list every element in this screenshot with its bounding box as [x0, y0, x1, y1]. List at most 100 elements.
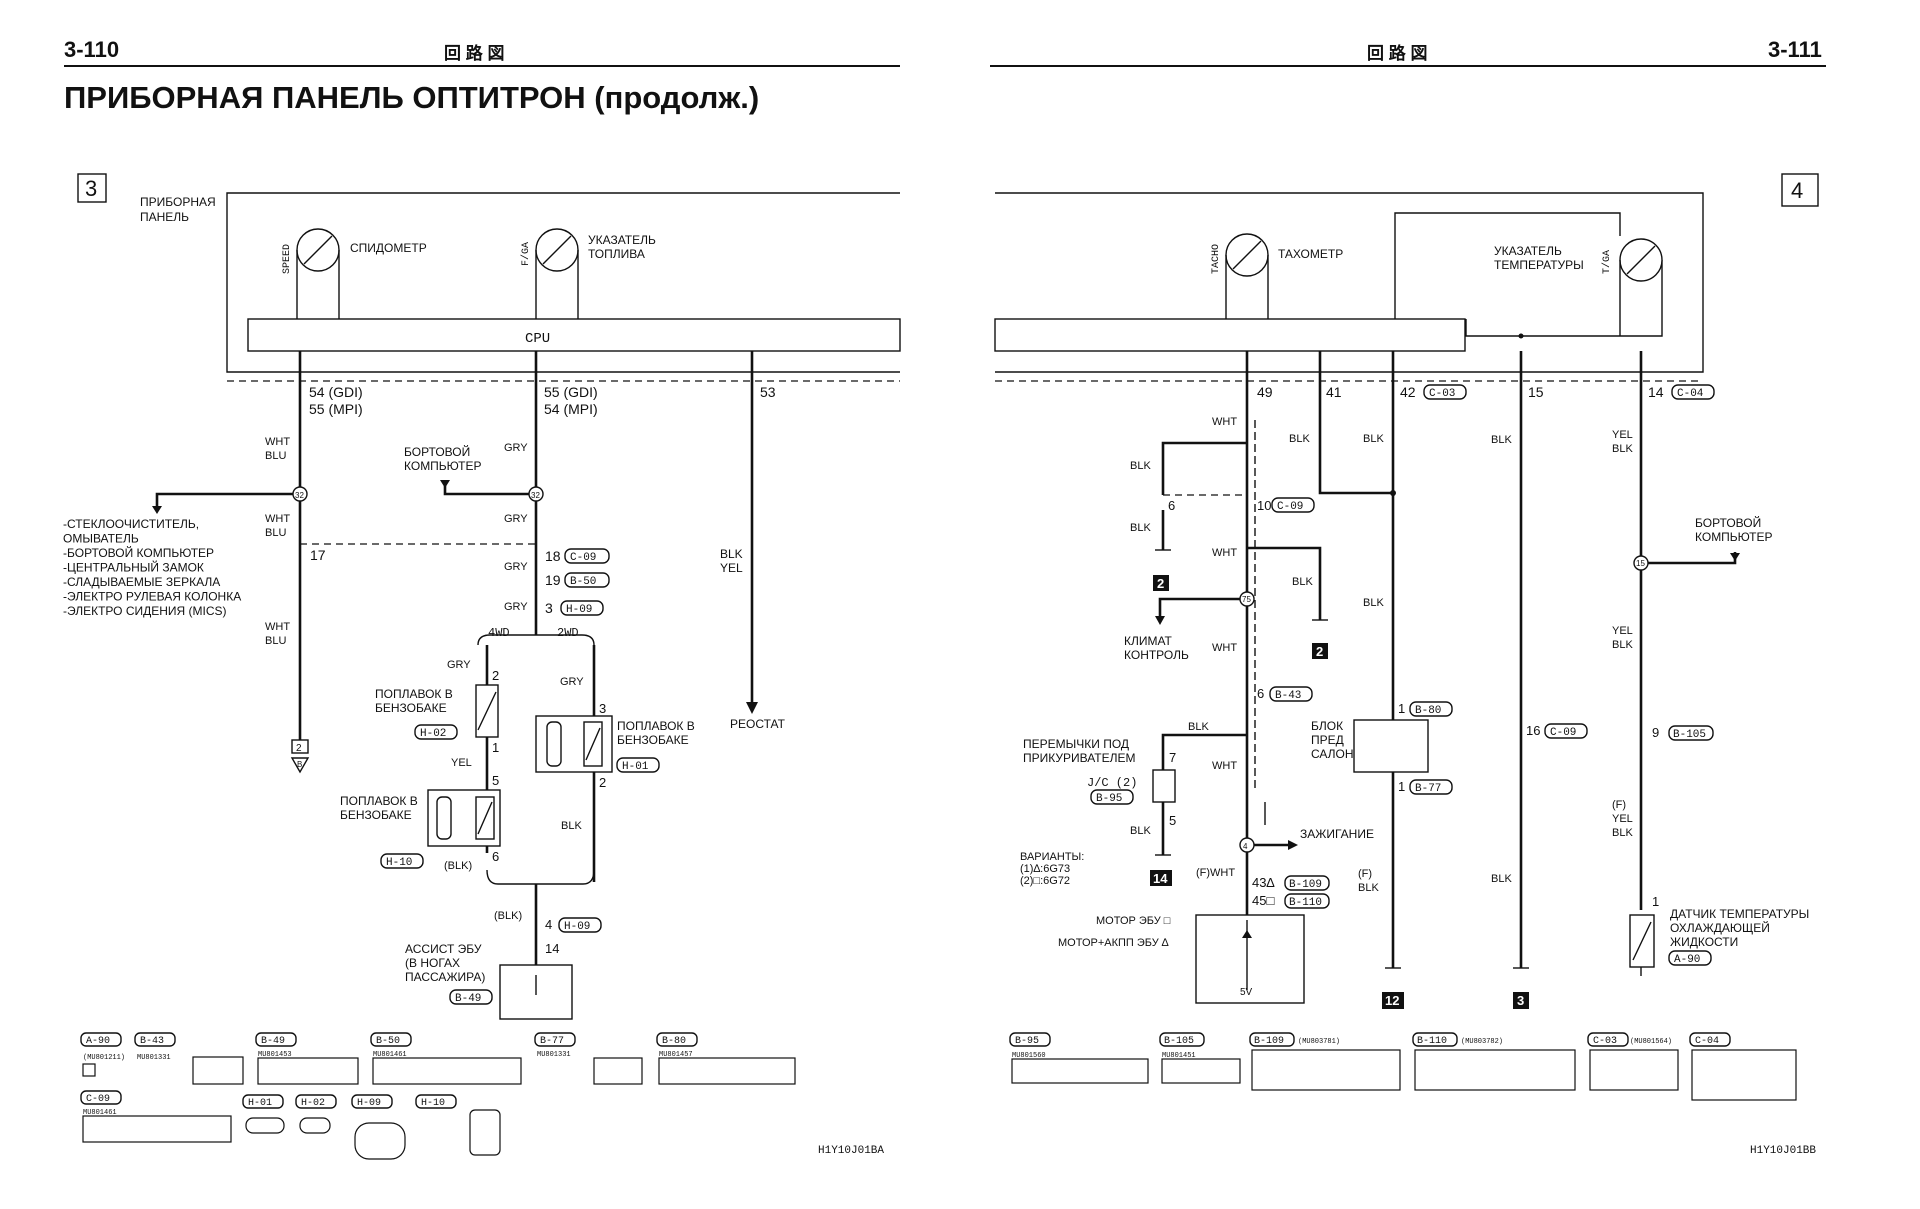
float-h02-wiper [477, 691, 497, 731]
legend-a90-note: (MU801211) [83, 1054, 125, 1062]
ignition-label: ЗАЖИГАНИЕ [1300, 827, 1374, 841]
junction-41-42 [1390, 490, 1396, 496]
legend-a90-label: A-90 [86, 1036, 110, 1047]
conn-h01-tag [616, 757, 660, 773]
legend-b109-shape [1251, 1049, 1401, 1091]
tachometer-label: ТАХОМЕТР [1278, 247, 1343, 261]
legend-b105-shape [1161, 1058, 1241, 1084]
legend-h09-label: H-09 [357, 1098, 381, 1109]
jc2-label: J/C (2) [1087, 776, 1137, 790]
conn-b43-right [1269, 686, 1313, 702]
ground-2b-arrow [290, 757, 310, 774]
ground-2a-box [1153, 575, 1169, 591]
connector-legend-left: A-90 (MU801211) B-43 MU801331 B-49 MU801… [80, 1032, 796, 1160]
conn-b49-label: B-49 [455, 993, 481, 1005]
conn-c09-right-2-label: C-09 [1550, 727, 1576, 739]
motor-ecu-label: МОТОР ЭБУ □ [1096, 915, 1171, 927]
wire-color-blk-r5: BLK [1130, 825, 1151, 837]
conn-b109-right [1284, 875, 1330, 891]
wire-color-gry-1: GRY [504, 442, 528, 454]
legend-c09 [80, 1090, 122, 1105]
variants-label: ВАРИАНТЫ:(1)∆:6G73(2)□:6G72 [1020, 851, 1084, 887]
pin-n6: 6 [492, 849, 499, 864]
pin-14: 14 [1648, 384, 1664, 400]
legend-b95-shape [1011, 1058, 1149, 1084]
legend-b105-label: B-105 [1164, 1036, 1194, 1047]
splice-32-mid-label: 32 [531, 491, 540, 500]
branch-to-onboard-pc [443, 484, 529, 496]
legend-h01-label: H-01 [248, 1098, 272, 1109]
legend-b43 [134, 1032, 176, 1047]
pin-1-sensor: 1 [1652, 894, 1659, 909]
legend-b50-note: MU801461 [373, 1051, 407, 1059]
conn-c09-right-label: C-09 [1277, 501, 1303, 513]
legend-b80 [656, 1032, 698, 1047]
wire-color-blk-r1: BLK [1130, 460, 1151, 472]
tachometer-tag: TACHO [1211, 244, 1222, 274]
frame-box-3 [77, 173, 107, 203]
branch-onboard-pc-right [1648, 552, 1737, 565]
split-brace-top [477, 634, 595, 646]
connector-legend-right: B-95 MU801560 B-105 MU801451 B-109 (MU80… [1009, 1032, 1797, 1101]
legend-b80-label: B-80 [662, 1036, 686, 1047]
conn-h02-tag [414, 724, 458, 740]
legend-b80-shape [658, 1057, 796, 1085]
conn-h10-label: H-10 [386, 857, 412, 869]
conn-b105-right-label: B-105 [1673, 729, 1706, 741]
wire-color-blk-r7: BLK [1363, 433, 1384, 445]
wire-color-blk-r9: BLK [1491, 434, 1512, 446]
legend-b77-note: MU801331 [537, 1051, 571, 1059]
pin-18: 18 [545, 548, 561, 564]
wire-color-gry-5: GRY [447, 659, 471, 671]
splice-32-mid [528, 486, 544, 502]
ground-12-num: 12 [1385, 993, 1399, 1008]
frame-box-3-label: 3 [85, 176, 97, 201]
legend-b109 [1249, 1032, 1295, 1047]
pin-10-right: 10 [1257, 498, 1271, 513]
splice-4-label: 4 [1243, 842, 1248, 851]
pin-42: 42 [1400, 384, 1416, 400]
conn-h09-label-2: H-09 [564, 921, 590, 933]
klimat-arrow [1155, 616, 1165, 625]
conn-h09-tag [560, 600, 604, 616]
ground-3-box [1513, 992, 1529, 1009]
wire-color-gry-3: GRY [504, 561, 528, 573]
consumers-list: -СТЕКЛООЧИСТИТЕЛЬ, ОМЫВАТЕЛЬ -БОРТОВОЙ К… [63, 517, 245, 618]
pin-53: 53 [760, 384, 776, 400]
wire-color-gry-4: GRY [504, 601, 528, 613]
legend-h10-label: H-10 [421, 1098, 445, 1109]
splice-75-label: 75 [1242, 595, 1251, 604]
pin-n3: 3 [599, 701, 606, 716]
speedometer-label: СПИДОМЕТР [350, 241, 427, 255]
conn-b49-tag [449, 989, 493, 1005]
temp-gauge-wiring [1394, 212, 1621, 319]
wire-color-blk-r8: BLK [1363, 597, 1384, 609]
page-title: ПРИБОРНАЯ ПАНЕЛЬ ОПТИТРОН (продолж.) [64, 80, 759, 115]
wire-color-blk-r6: BLK [1289, 433, 1310, 445]
ground-3-num: 3 [1517, 993, 1524, 1008]
conn-c03-right [1423, 384, 1467, 400]
pin-41: 41 [1326, 384, 1342, 400]
branch-to-consumers [155, 492, 293, 510]
branch-arrow [152, 506, 162, 514]
legend-b49-label: B-49 [261, 1036, 285, 1047]
legend-c09-label: C-09 [86, 1094, 110, 1105]
float-h01-wiper [585, 727, 601, 761]
legend-h10-shape [469, 1109, 501, 1156]
legend-b43-shape [192, 1056, 244, 1085]
temp-junction [1518, 333, 1524, 339]
ground-14-num: 14 [1153, 871, 1168, 886]
pin-16: 16 [1526, 723, 1540, 738]
fuse-block-box [1353, 719, 1429, 773]
branch-blk-ground-2a [1161, 441, 1247, 495]
pin-5: 5 [1169, 813, 1176, 828]
